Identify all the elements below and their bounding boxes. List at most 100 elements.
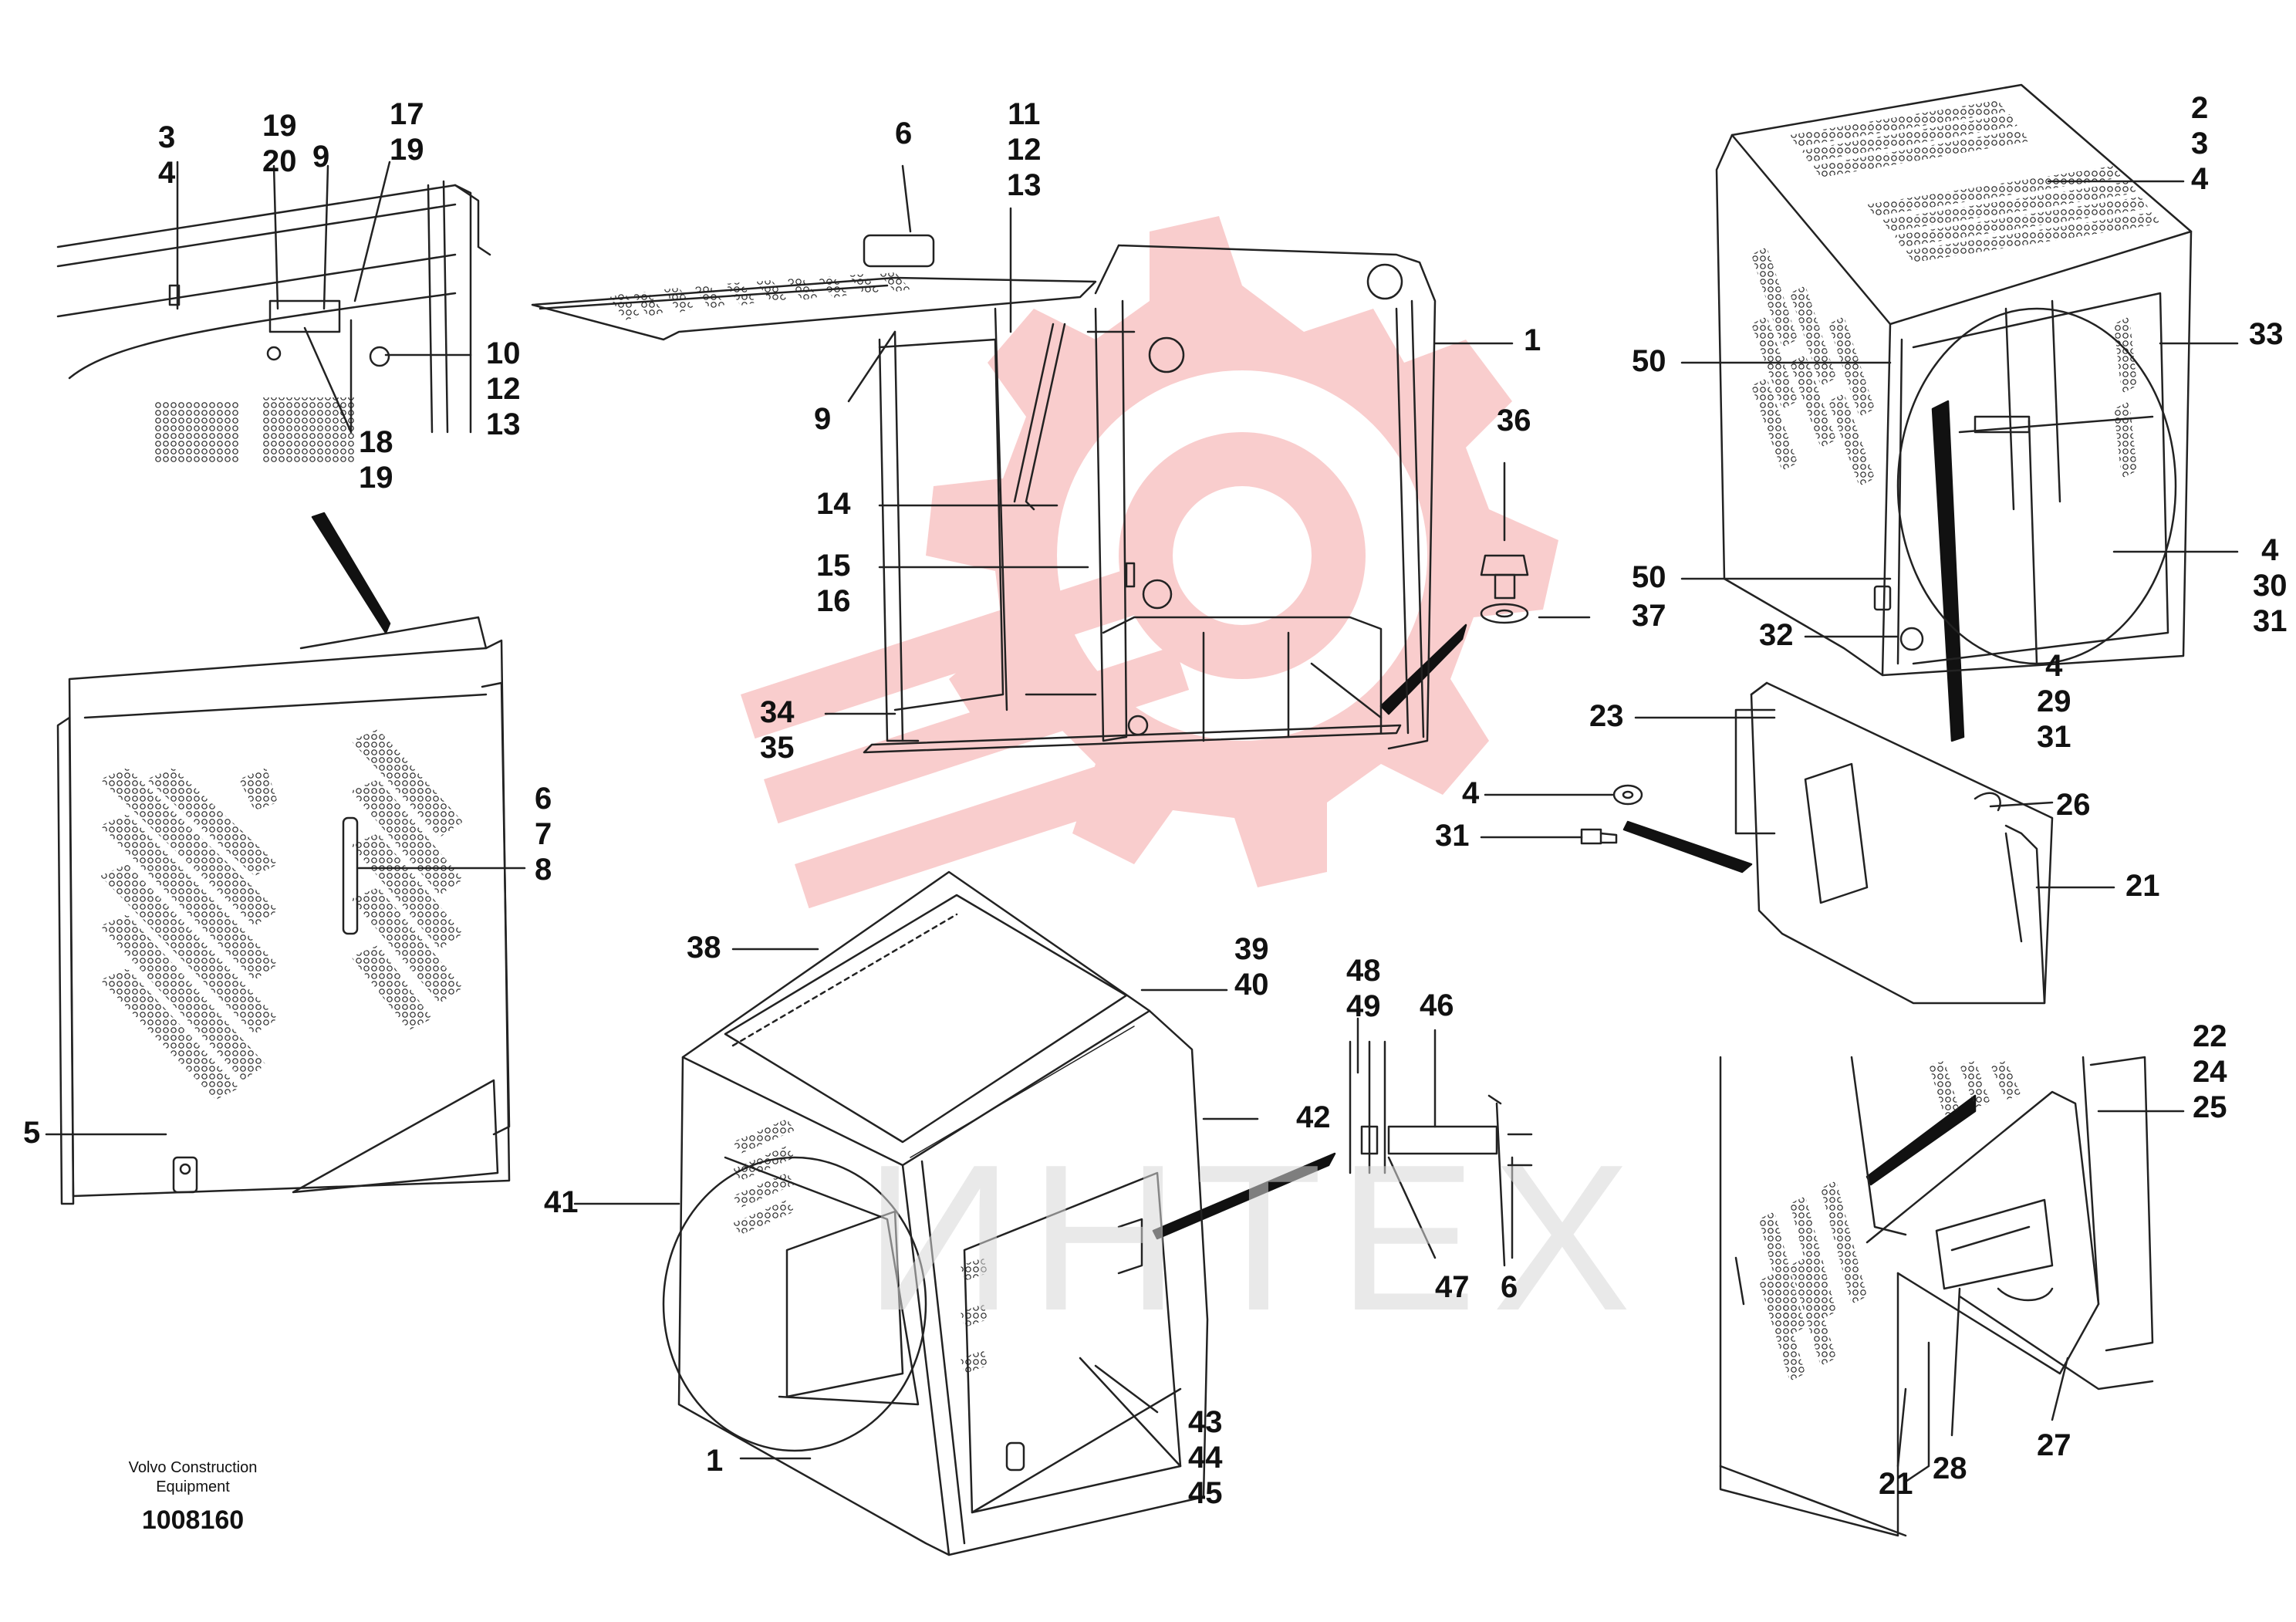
bolt-and-washer <box>1480 554 1529 624</box>
callout-number: 2 <box>2191 91 2209 125</box>
callout-number: 28 <box>1933 1451 1967 1485</box>
callout-number: 40 <box>1234 968 1269 1002</box>
callout-number: 49 <box>1346 989 1381 1023</box>
callout-27: 27 <box>2037 1428 2071 1463</box>
callout-number: 32 <box>1759 618 1794 652</box>
callout-6-top: 6 <box>895 116 912 151</box>
callout-number: 13 <box>486 407 521 441</box>
callout-number: 6 <box>535 782 552 816</box>
callout-number: 26 <box>2056 788 2091 822</box>
callout-number: 33 <box>2249 317 2284 351</box>
callout-number: 12 <box>486 372 521 406</box>
callout-number: 1 <box>706 1444 724 1478</box>
callout-number: 17 <box>390 97 424 131</box>
callout-number: 36 <box>1497 404 1531 438</box>
detail-top-left <box>56 180 491 463</box>
right-door-panel <box>1734 681 2054 1005</box>
callout-number: 50 <box>1632 344 1666 378</box>
callout-1-bot: 1 <box>706 1443 723 1478</box>
callout-number: 38 <box>687 931 721 965</box>
callout-number: 20 <box>262 144 297 178</box>
callout-number: 19 <box>262 109 297 143</box>
top-center-frame <box>531 234 1437 754</box>
bottom-center-cabinet <box>662 870 1209 1556</box>
callout-number: 47 <box>1435 1270 1470 1304</box>
callout-number: 4 <box>158 156 176 190</box>
callout-number: 19 <box>359 461 393 495</box>
callout-number: 6 <box>1501 1270 1518 1304</box>
credit-line-1: Volvo Construction <box>128 1459 258 1476</box>
callout-number: 37 <box>1632 599 1666 633</box>
left-side-panel <box>56 616 511 1205</box>
callout-42: 42 <box>1296 1100 1331 1135</box>
callout-number: 50 <box>1632 560 1666 594</box>
callout-number: 1 <box>1524 323 1541 357</box>
callout-number: 22 <box>2193 1019 2227 1053</box>
callout-number: 46 <box>1420 988 1454 1022</box>
callout-number: 34 <box>760 695 795 729</box>
callout-number: 25 <box>2193 1090 2227 1124</box>
callout-number: 14 <box>816 487 851 521</box>
callout-number: 35 <box>760 731 795 765</box>
callout-23: 23 <box>1589 698 1624 734</box>
callout-number: 18 <box>359 425 393 459</box>
callout-number: 10 <box>486 336 521 370</box>
callout-number: 3 <box>2191 127 2209 161</box>
callout-5: 5 <box>23 1115 40 1151</box>
callout-50-bot: 50 <box>1632 559 1666 595</box>
callout-number: 19 <box>390 133 424 167</box>
small-washer-bolt <box>1580 784 1643 845</box>
callout-41: 41 <box>544 1184 579 1220</box>
callout-number: 9 <box>312 140 330 174</box>
watermark-logo <box>741 216 1558 909</box>
callout-number: 44 <box>1188 1441 1223 1475</box>
callout-number: 16 <box>816 584 851 618</box>
callout-50-top: 50 <box>1632 343 1666 379</box>
callout-28: 28 <box>1933 1451 1967 1486</box>
callout-number: 4 <box>2191 162 2209 196</box>
callout-number: 23 <box>1589 699 1624 733</box>
callout-number: 4 <box>2045 649 2063 683</box>
callout-9-mid: 9 <box>814 401 831 437</box>
callout-26: 26 <box>2056 787 2091 823</box>
callout-number: 3 <box>158 120 176 154</box>
callout-number: 21 <box>2125 869 2160 903</box>
fastener-detail <box>1349 1040 1533 1267</box>
credit-line-2: Equipment <box>156 1478 230 1495</box>
callout-number: 24 <box>2193 1055 2227 1089</box>
callout-number: 15 <box>816 549 851 583</box>
callout-number: 31 <box>2253 604 2288 638</box>
callout-number: 27 <box>2037 1428 2071 1462</box>
callout-6-bot: 6 <box>1501 1269 1518 1305</box>
callout-47: 47 <box>1435 1269 1470 1305</box>
callout-number: 12 <box>1007 133 1042 167</box>
callout-number: 13 <box>1007 168 1042 202</box>
callout-number: 9 <box>814 402 832 436</box>
callout-31-bolt: 31 <box>1435 818 1470 853</box>
callout-33: 33 <box>2249 316 2284 352</box>
callout-14: 14 <box>816 486 851 522</box>
callout-number: 30 <box>2253 569 2288 603</box>
callout-number: 8 <box>535 853 552 887</box>
watermark-text: ИНТЕХ <box>864 1122 1647 1354</box>
callout-number: 11 <box>1008 97 1041 131</box>
callout-37: 37 <box>1632 598 1666 634</box>
callout-number: 42 <box>1296 1100 1331 1134</box>
callout-46: 46 <box>1420 988 1454 1023</box>
callout-9-top: 9 <box>312 139 329 174</box>
callout-number: 4 <box>1462 776 1480 810</box>
callout-1-top: 1 <box>1524 323 1541 358</box>
